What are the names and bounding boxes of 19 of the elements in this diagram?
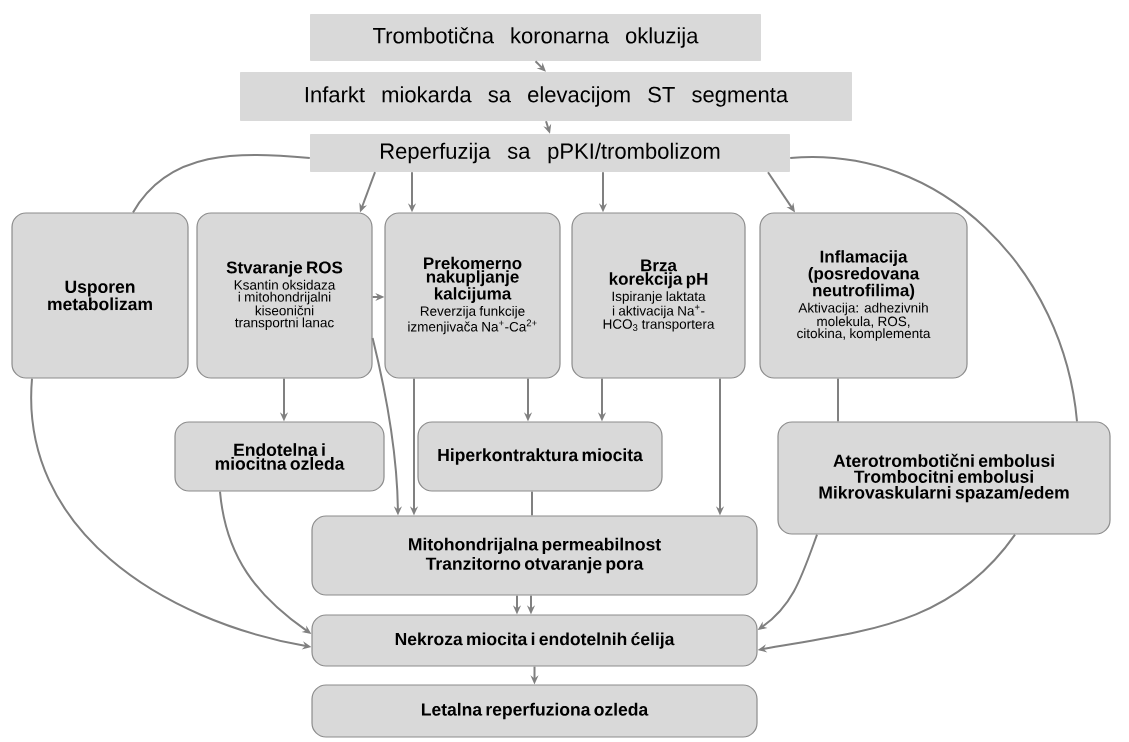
process-box: Prekomerno nakupljanje kalcijuma Reverzija funkcije izmenjivača Na$^{+}$-Ca$^{2+}$ [384, 212, 561, 379]
process-box: Hiperkontraktura miocita [417, 421, 663, 492]
process-box: Brza korekcija pH Ispiranje laktata i aktivacija Na$^{+}$-HCO$_{3}$ transportera [571, 212, 746, 379]
process-box: Inflamacija (posredovana neutrofilima) Aktivacija: adhezivnih molekula, ROS, citokina, komplementa [759, 212, 968, 379]
connector-line [132, 154, 311, 214]
process-box: Mitohondrijalna permeabilnost Tranzitorno otvaranje pora [311, 515, 758, 596]
process-box: Infarkt miokarda sa elevacijom ST segmenta [240, 72, 852, 121]
arrow [534, 60, 546, 72]
process-box: Stvaranje ROS Ksantin oksidaza i mitohondrijalni kiseonični transportni lanac [196, 212, 373, 379]
process-box: Letalna reperfuziona ozleda [311, 684, 758, 738]
connector-line [531, 490, 533, 517]
connector-line [837, 377, 839, 423]
process-box: Reperfuzija sa pPKI/trombolizom [310, 134, 790, 172]
process-box: Usporen metabolizam [11, 212, 189, 379]
connector-line [789, 156, 1078, 423]
process-box: Endotelna i miocitna ozleda [174, 421, 385, 492]
process-box: Aterotrombotični embolusi Trombocitni embolusi Mikrovaskularni spazam/edem [777, 421, 1111, 535]
process-box: Trombotična koronarna okluzija [310, 14, 761, 61]
process-box: Nekroza miocita i endotelnih ćelija [311, 614, 758, 667]
